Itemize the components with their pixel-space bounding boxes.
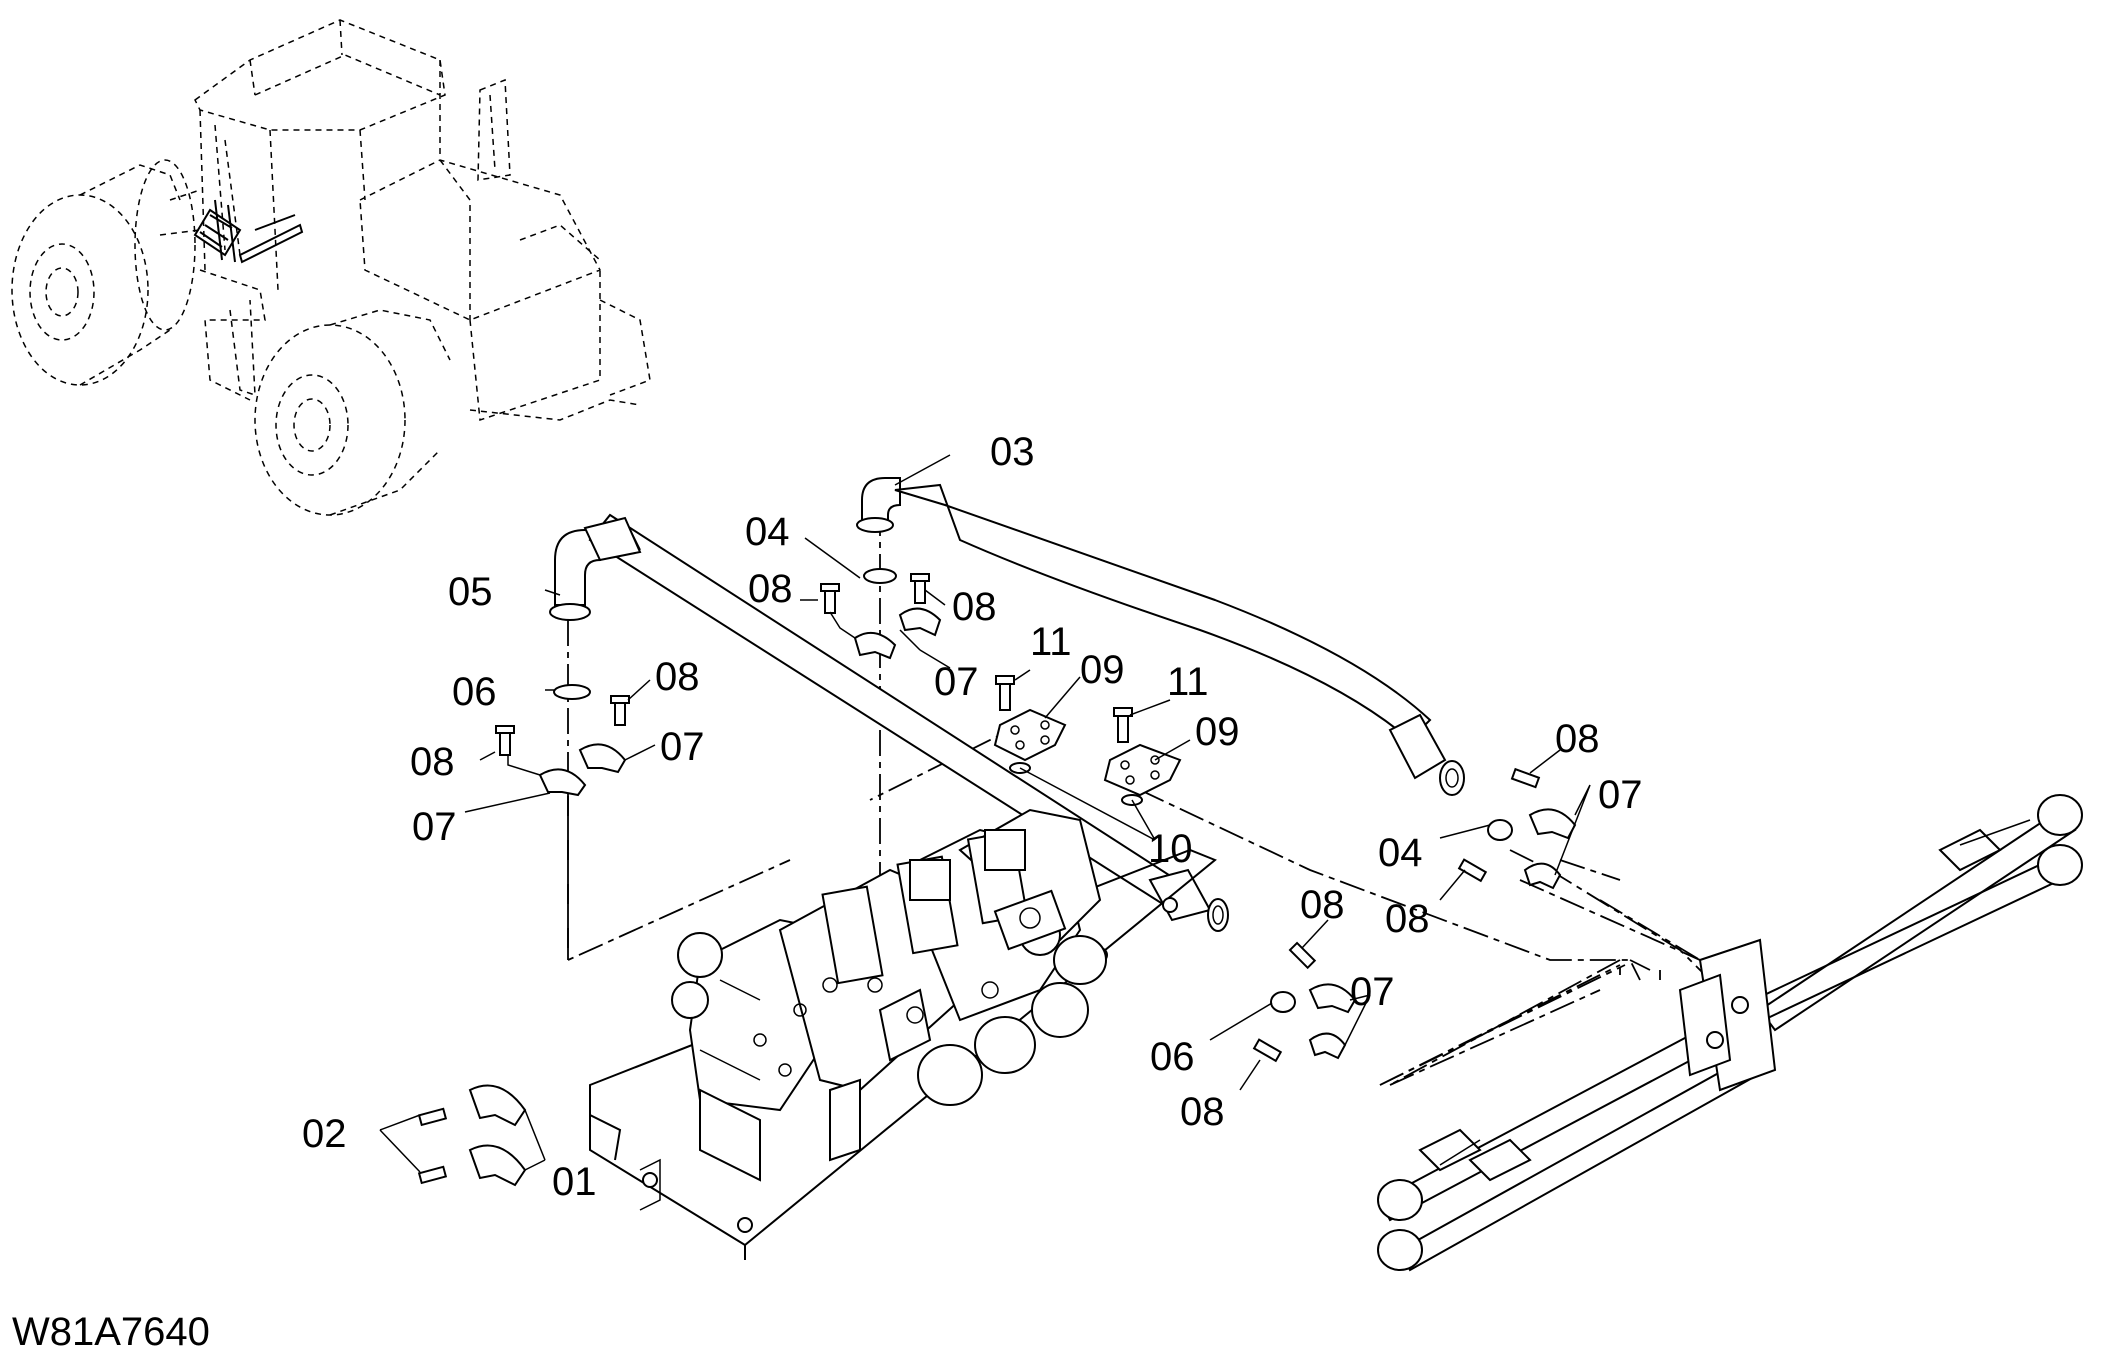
callout-05: 05 <box>448 570 493 614</box>
hose-03-assembly <box>856 477 1465 796</box>
callout-10: 10 <box>1148 827 1193 871</box>
callout-07b: 07 <box>660 725 705 769</box>
callout-04b: 04 <box>1378 831 1423 875</box>
control-valve-assembly <box>589 808 1217 1260</box>
callout-08h: 08 <box>1180 1090 1225 1134</box>
callout-08d: 08 <box>410 740 455 784</box>
callout-07d: 07 <box>1598 773 1643 817</box>
drawing-code: W81A7640 <box>12 1310 210 1354</box>
callout-11b: 11 <box>1167 660 1209 704</box>
bracket-group <box>993 675 1182 806</box>
callout-04a: 04 <box>745 510 790 554</box>
callout-06b: 06 <box>1150 1035 1195 1079</box>
machine-overview <box>11 19 651 516</box>
callout-11a: 11 <box>1030 620 1072 664</box>
callout-08f: 08 <box>1385 897 1430 941</box>
callout-03: 03 <box>990 430 1035 474</box>
boom-assembly <box>1377 794 2083 1272</box>
callout-labels: 01 02 03 04 04 05 06 06 07 07 07 07 07 0… <box>302 430 1643 1204</box>
callout-01: 01 <box>552 1160 597 1204</box>
callout-08b: 08 <box>952 585 997 629</box>
callout-08e: 08 <box>1555 717 1600 761</box>
callout-07e: 07 <box>1350 970 1395 1014</box>
callout-08a: 08 <box>748 567 793 611</box>
callout-08g: 08 <box>1300 883 1345 927</box>
callout-08c: 08 <box>655 655 700 699</box>
flange-clamps <box>417 568 1577 1187</box>
callout-06a: 06 <box>452 670 497 714</box>
callout-07c: 07 <box>412 805 457 849</box>
callout-07a: 07 <box>934 660 979 704</box>
highlighted-valve-location <box>193 199 304 264</box>
callout-09b: 09 <box>1195 710 1240 754</box>
leader-lines <box>379 454 1591 1173</box>
callout-02: 02 <box>302 1112 347 1156</box>
callout-09a: 09 <box>1080 648 1125 692</box>
